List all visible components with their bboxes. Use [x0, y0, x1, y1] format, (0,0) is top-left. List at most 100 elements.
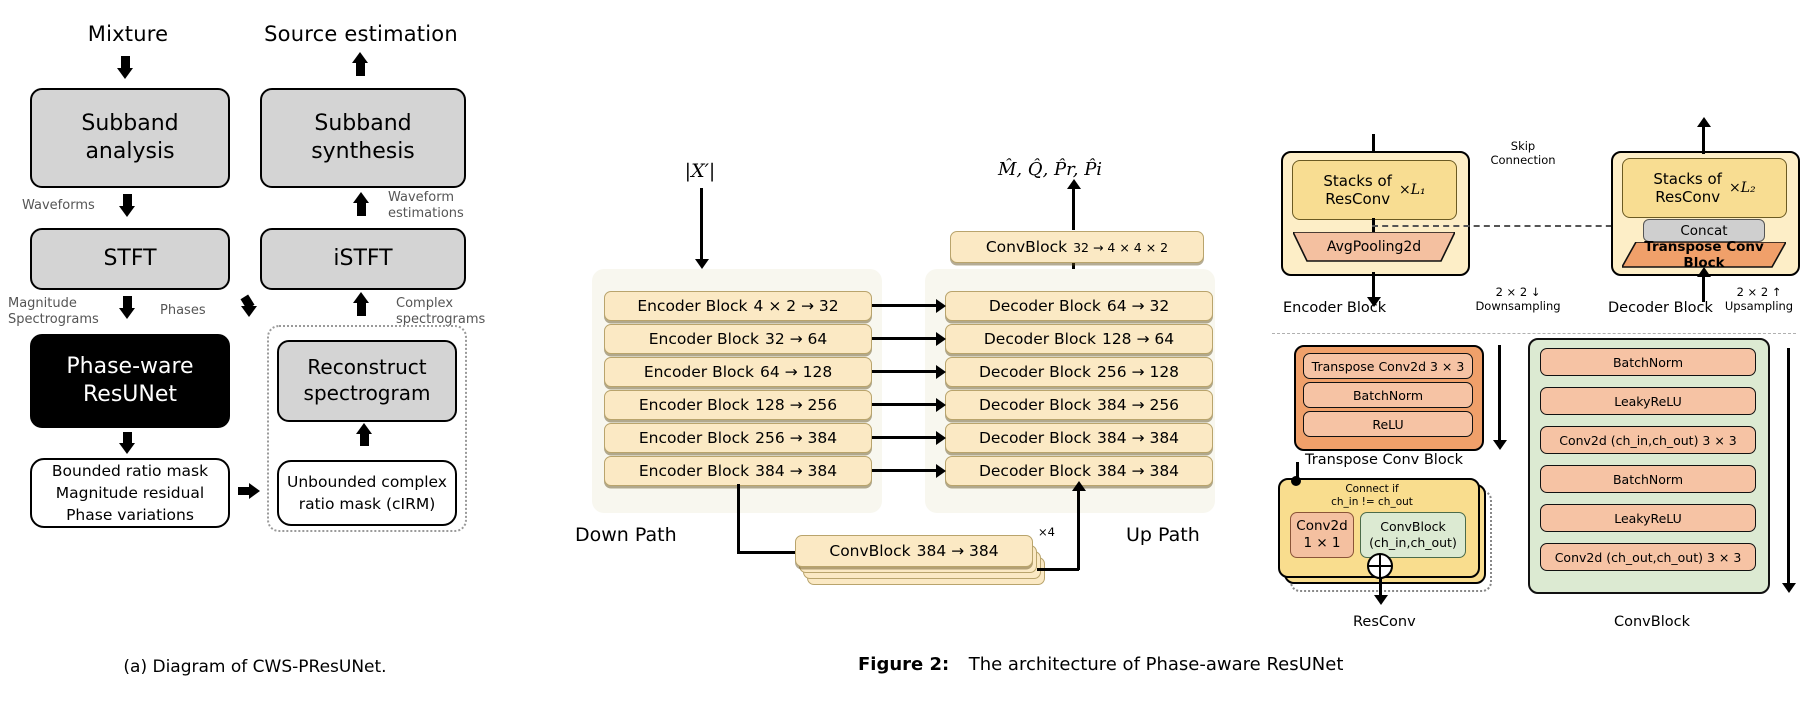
box-model-outputs: Bounded ratio mask Magnitude residual Ph…: [30, 458, 230, 528]
skip-arrow-2: [872, 364, 946, 379]
bottleneck-right-arrow: [737, 545, 806, 560]
bottleneck-repeat: ×4: [1038, 525, 1055, 539]
label-waveforms: Waveforms: [22, 198, 95, 213]
encoder-block-4-name: Encoder Block: [638, 429, 750, 447]
box-cirm: Unbounded complex ratio mask (cIRM): [277, 460, 457, 526]
box-reconstruct-spectrogram: Reconstruct spectrogram: [277, 340, 457, 422]
encoder-block-0-name: Encoder Block: [637, 297, 748, 315]
encoder-stack-label: Stacks of ResConv: [1323, 172, 1392, 208]
convblock-row-1: LeakyReLU: [1540, 387, 1756, 415]
encoder-stack-repeat: ×L₁: [1398, 181, 1426, 198]
avgpooling-label: AvgPooling2d: [1326, 239, 1422, 255]
arrow-output-up: [1066, 179, 1081, 230]
encoder-block-2: Encoder Block 64 → 128: [604, 357, 872, 387]
decoder-block-1-spec: 128 → 64: [1101, 330, 1175, 348]
label-magnitude-spectrograms: Magnitude Spectrograms: [8, 296, 99, 328]
figure-caption-text: The architecture of Phase-aware ResUNet: [968, 654, 1344, 675]
decoder-block-5-spec: 384 → 384: [1097, 462, 1180, 480]
bottleneck-down-line: [737, 484, 740, 552]
resconv-input-line: [1296, 462, 1299, 480]
bottleneck-name: ConvBlock: [829, 542, 911, 560]
transpose-row-0: Transpose Conv2d 3 × 3: [1303, 353, 1473, 379]
resconv-convblock: ConvBlock (ch_in,ch_out): [1360, 512, 1466, 558]
decoder-block-1: Decoder Block 128 → 64: [945, 324, 1213, 354]
box-phase-ware-resunet: Phase-ware ResUNet: [30, 334, 230, 428]
decoder-block-1-name: Decoder Block: [983, 330, 1096, 348]
bottleneck-out-line: [1037, 568, 1079, 571]
panel-c-divider: [1272, 333, 1796, 334]
decoder-block-caption: Decoder Block: [1608, 300, 1713, 316]
arrow-input-down: [694, 188, 709, 269]
avgpooling-shape: [1293, 232, 1455, 262]
convblock-flow-arrow: [1781, 348, 1796, 593]
encoder-block-0-spec: 4 × 2 → 32: [753, 297, 839, 315]
transpose-conv-block-caption: Transpose Conv Block: [1305, 452, 1464, 468]
decoder-block-output-arrow: [1696, 117, 1711, 154]
transpose-conv-block-shape: [1622, 242, 1786, 268]
transpose-row-1: BatchNorm: [1303, 382, 1473, 408]
label-complex-spectrograms: Complex spectrograms: [396, 296, 486, 328]
upsampling-label: 2 × 2 ↑ Upsampling: [1724, 285, 1794, 313]
transpose-row-2: ReLU: [1303, 411, 1473, 437]
resconv-sum-icon: [1367, 553, 1393, 579]
box-subband-synthesis: Subband synthesis: [260, 88, 466, 188]
encoder-block-4-spec: 256 → 384: [755, 429, 838, 447]
decoder-block-4-name: Decoder Block: [978, 429, 1092, 447]
decoder-block-5-name: Decoder Block: [978, 462, 1092, 480]
figure-caption: Figure 2: The architecture of Phase-awar…: [858, 654, 1478, 682]
resconv-conv1x1: Conv2d 1 × 1: [1290, 512, 1354, 558]
skip-arrow-5: [872, 463, 946, 478]
encoder-block-0: Encoder Block 4 × 2 → 32: [604, 291, 872, 321]
output-label: M̂, Q̂, P̂r, P̂i: [997, 158, 1103, 180]
resconv-output-arrow: [1373, 578, 1388, 605]
down-path-label: Down Path: [575, 524, 677, 546]
convblock-row-2: Conv2d (ch_in,ch_out) 3 × 3: [1540, 426, 1756, 454]
encoder-block-2-name: Encoder Block: [643, 363, 755, 381]
convblock-caption: ConvBlock: [1614, 614, 1690, 630]
box-stft: STFT: [30, 228, 230, 290]
encoder-block-2-spec: 64 → 128: [760, 363, 833, 381]
transpose-flow-arrow: [1492, 345, 1507, 450]
skip-arrow-1: [872, 331, 946, 346]
resconv-caption: ResConv: [1353, 614, 1416, 630]
convblock-row-5: Conv2d (ch_out,ch_out) 3 × 3: [1540, 543, 1756, 571]
top-convblock: ConvBlock 32 → 4 × 4 × 2: [950, 231, 1204, 263]
decoder-block-input-arrow: [1696, 267, 1711, 302]
panel-a-title-mixture: Mixture: [87, 22, 169, 46]
encoder-block-1-name: Encoder Block: [648, 330, 759, 348]
skip-arrow-3: [872, 397, 946, 412]
up-path-label: Up Path: [1126, 524, 1200, 546]
bottleneck-stack: ConvBlock 384 → 384 ×4: [795, 525, 1055, 589]
top-convblock-name: ConvBlock: [985, 238, 1068, 256]
top-convblock-spec: 32 → 4 × 4 × 2: [1073, 239, 1169, 255]
bottleneck-to-decoder-arrow: [1071, 481, 1086, 570]
bottleneck-spec: 384 → 384: [916, 542, 999, 560]
input-label: |X′|: [684, 160, 716, 182]
dotted-group-box: [267, 325, 467, 532]
decoder-block-2-name: Decoder Block: [978, 363, 1092, 381]
encoder-block-caption: Encoder Block: [1283, 300, 1387, 316]
decoder-block-2-spec: 256 → 128: [1097, 363, 1180, 381]
resconv-input-node: [1291, 476, 1301, 486]
label-waveform-estimations: Waveform estimations: [388, 190, 464, 222]
decoder-stack-repeat: ×L₂: [1728, 179, 1756, 196]
encoder-block-output-arrow: [1366, 272, 1381, 307]
encoder-block-5-spec: 384 → 384: [755, 462, 838, 480]
decoder-stack-label: Stacks of ResConv: [1653, 170, 1722, 206]
decoder-block-2: Decoder Block 256 → 128: [945, 357, 1213, 387]
skip-arrow-0: [872, 298, 946, 313]
decoder-block-3-spec: 384 → 256: [1097, 396, 1180, 414]
downsampling-label: 2 × 2 ↓ Downsampling: [1475, 285, 1561, 313]
convblock-row-3: BatchNorm: [1540, 465, 1756, 493]
encoder-block-3-spec: 128 → 256: [755, 396, 838, 414]
box-istft: iSTFT: [260, 228, 466, 290]
decoder-block-3-name: Decoder Block: [978, 396, 1092, 414]
bottleneck-convblock: ConvBlock 384 → 384: [795, 535, 1033, 567]
label-phases: Phases: [160, 303, 206, 318]
